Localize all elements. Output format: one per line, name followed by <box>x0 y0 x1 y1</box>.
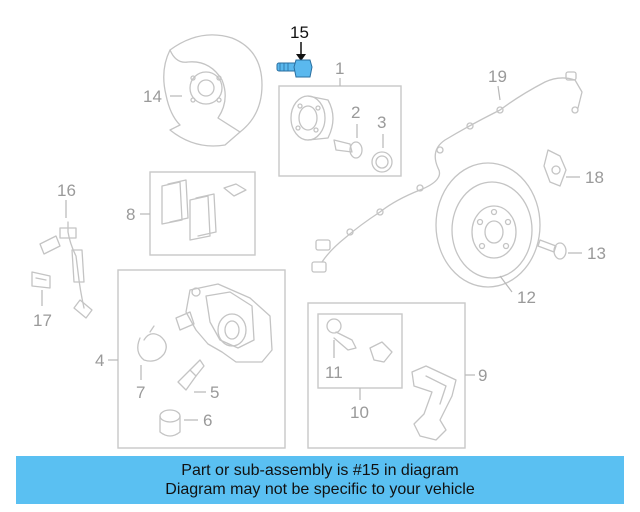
bleeder-5 <box>177 359 205 391</box>
label-10: 10 <box>350 403 369 422</box>
brake-pads <box>161 179 247 241</box>
caliper-box-4 <box>117 269 286 449</box>
pin-boot <box>369 341 393 363</box>
bolt-15-highlighted[interactable] <box>276 42 313 78</box>
sensor-wire-19 <box>311 71 583 273</box>
guide-bushing-6 <box>159 409 181 437</box>
dust-cap-3 <box>371 151 393 173</box>
label-15: 15 <box>290 23 309 42</box>
caliper <box>175 283 273 363</box>
label-4: 4 <box>95 351 104 370</box>
label-1: 1 <box>335 59 344 78</box>
wheel-hub <box>290 95 334 141</box>
banner-line-2: Diagram may not be specific to your vehi… <box>165 481 475 498</box>
clip-17 <box>31 271 51 289</box>
label-11: 11 <box>325 363 343 382</box>
label-8: 8 <box>126 205 135 224</box>
label-13: 13 <box>587 244 606 263</box>
speed-sensor-18 <box>543 149 567 187</box>
rotor-screw-13 <box>537 239 567 260</box>
backing-plate-14 <box>163 34 263 147</box>
brake-hose-16 <box>39 221 93 319</box>
label-17: 17 <box>33 311 52 330</box>
label-16: 16 <box>57 181 76 200</box>
hub-bolt-2 <box>333 139 363 159</box>
guide-pin-11 <box>326 318 357 351</box>
label-6: 6 <box>203 411 212 430</box>
label-12: 12 <box>517 288 536 307</box>
label-19: 19 <box>488 67 507 86</box>
banner-line-1: Part or sub-assembly is #15 in diagram <box>181 462 459 479</box>
label-9: 9 <box>478 366 487 385</box>
label-7: 7 <box>136 383 145 402</box>
label-2: 2 <box>351 103 360 122</box>
label-14: 14 <box>143 87 162 106</box>
spring-clip-7 <box>137 325 167 362</box>
label-18: 18 <box>585 168 604 187</box>
info-banner: Part or sub-assembly is #15 in diagram D… <box>16 456 624 504</box>
parts-diagram: 15 14 1 2 3 <box>31 23 606 449</box>
label-5: 5 <box>210 383 219 402</box>
caliper-bracket <box>411 365 457 441</box>
pads-box-8 <box>149 171 256 256</box>
label-3: 3 <box>377 113 386 132</box>
brake-rotor-12 <box>435 162 541 288</box>
